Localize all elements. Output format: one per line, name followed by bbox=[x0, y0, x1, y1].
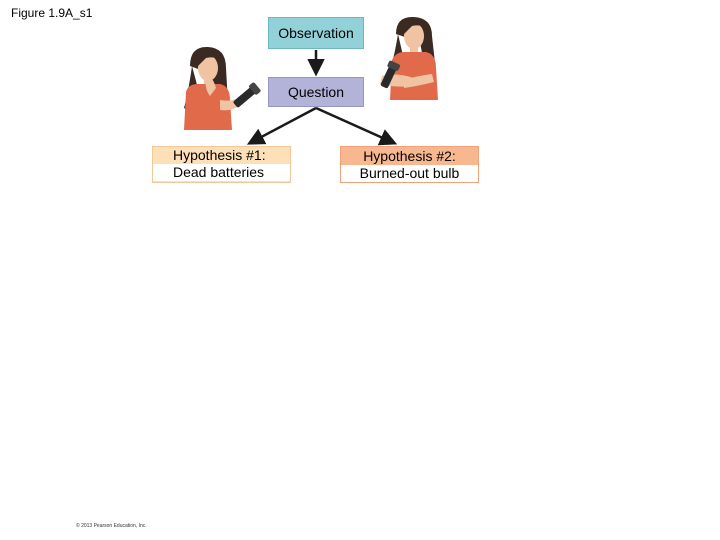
hypothesis-1-box: Hypothesis #1: Dead batteries bbox=[152, 146, 291, 183]
observation-box: Observation bbox=[268, 17, 364, 49]
question-box: Question bbox=[268, 77, 364, 107]
hypothesis-2-title: Hypothesis #2: bbox=[341, 147, 478, 165]
arrow-question-to-hypothesis1 bbox=[246, 106, 317, 145]
copyright-notice: © 2013 Pearson Education, Inc. bbox=[76, 523, 147, 529]
figure-label: Figure 1.9A_s1 bbox=[11, 6, 93, 20]
question-label: Question bbox=[287, 84, 345, 100]
woman-examining-flashlight-icon bbox=[380, 16, 438, 100]
hypothesis-1-title: Hypothesis #1: bbox=[153, 147, 290, 164]
hypothesis-2-text: Burned-out bulb bbox=[341, 165, 478, 182]
hypothesis-1-text: Dead batteries bbox=[153, 164, 290, 181]
arrow-question-to-hypothesis2 bbox=[315, 106, 398, 146]
observation-label: Observation bbox=[278, 25, 354, 41]
thinking-woman-with-flashlight-icon bbox=[184, 46, 261, 130]
hypothesis-2-box: Hypothesis #2: Burned-out bulb bbox=[340, 146, 479, 183]
